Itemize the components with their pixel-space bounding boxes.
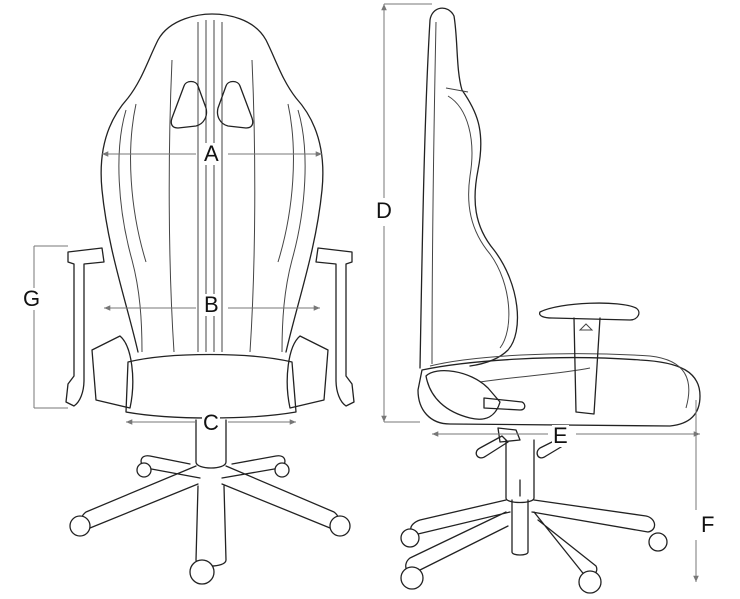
front-view [65, 13, 355, 585]
side-armrest [538, 302, 640, 321]
front-armrest-right [315, 247, 355, 407]
dimension-label-d: D [375, 198, 393, 223]
front-seat-cushion [125, 353, 297, 419]
dimension-label-e: E [552, 423, 569, 448]
dimension-label-a: A [203, 141, 220, 166]
front-star-base [80, 455, 340, 567]
side-star-base [405, 479, 656, 577]
dimension-label-g: G [22, 286, 42, 311]
front-headrest-hole-right [216, 80, 254, 129]
dimension-label-f: F [700, 512, 716, 537]
dimension-label-c: C [202, 410, 220, 435]
side-seat [417, 356, 701, 427]
side-backrest-outline [419, 7, 519, 369]
dimension-label-b: B [203, 292, 220, 317]
front-headrest-hole-left [170, 80, 208, 129]
front-backrest-outline [100, 13, 324, 353]
front-armrest-left [65, 247, 105, 407]
side-dimension-lines [381, 3, 700, 582]
side-view [400, 7, 701, 594]
front-dimension-lines [33, 151, 322, 425]
